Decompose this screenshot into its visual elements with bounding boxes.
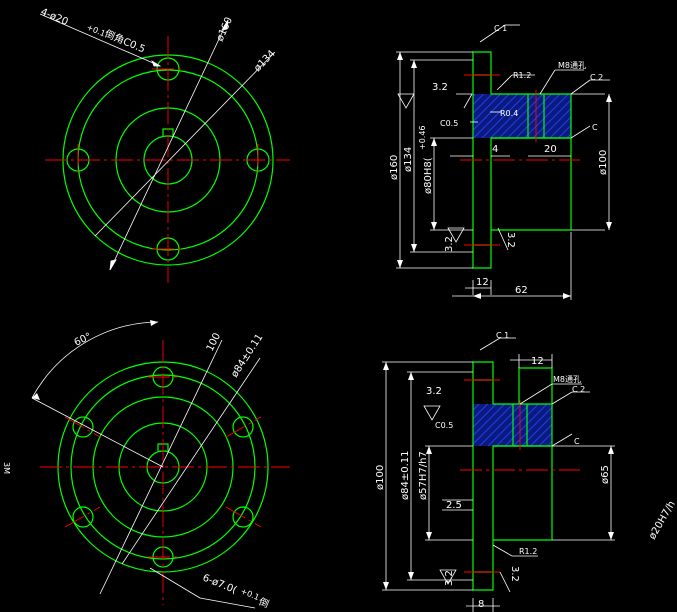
bottom-hole-tolerance: +0.1 xyxy=(239,587,260,603)
top-sec-c05: C0.5 xyxy=(440,119,458,128)
top-sec-rough-left: 3.2 xyxy=(444,236,455,252)
bottom-section-centerlines xyxy=(460,379,580,573)
bottom-sec-m8: M8通孔 xyxy=(553,374,581,384)
top-sec-dim62: 62 xyxy=(515,285,528,296)
bottom-pcd-label: ø84±0.11 xyxy=(229,332,265,380)
top-sec-r12: R1.2 xyxy=(513,71,531,80)
top-section-dimensions xyxy=(396,24,610,300)
top-sec-d80-tol: +0.46 xyxy=(418,125,427,150)
bottom-sec-c-right: C xyxy=(574,437,580,446)
top-sec-dim12: 12 xyxy=(476,277,489,288)
top-section-centerlines xyxy=(460,74,580,246)
top-od-label: ø134 xyxy=(252,48,277,74)
top-sec-dim20: 20 xyxy=(544,144,557,155)
bottom-section-view: C 1 12 M8通孔 C 2 3.2 C0.5 C ø100 ø84±0.11… xyxy=(375,331,677,612)
bottom-sec-dim25: 2.5 xyxy=(446,500,462,511)
bottom-sec-roughness-top: 3.2 xyxy=(426,386,442,397)
bottom-sec-c1: C 1 xyxy=(496,331,509,340)
bottom-front-dimensions xyxy=(31,321,261,609)
top-chamfer-note: 倒角C0.5 xyxy=(103,28,147,56)
bottom-sec-rough-right: 3.2 xyxy=(509,566,520,582)
top-sec-rough-right: 3.2 xyxy=(505,232,516,248)
top-hole-callout: 4-ø20 xyxy=(39,7,70,28)
bottom-dim100: 100 xyxy=(205,331,223,353)
bottom-section-dimensions xyxy=(382,337,615,612)
top-sec-m8: M8通孔 xyxy=(558,60,586,70)
top-sec-roughness-top: 3.2 xyxy=(432,82,448,93)
top-pcd-label: ø160 xyxy=(215,16,235,44)
bottom-sec-c2: C 2 xyxy=(572,385,585,394)
bottom-angle-label: 60° xyxy=(73,331,94,348)
bottom-sec-right-edge: ø20H7/h xyxy=(647,499,677,541)
top-sec-c1: C 1 xyxy=(494,24,507,33)
top-sec-r04: R0.4 xyxy=(500,109,518,118)
top-sec-dim4: 4 xyxy=(492,144,498,155)
top-front-dimensions xyxy=(39,13,276,271)
bottom-sec-d57: ø57H7/h7 xyxy=(418,451,429,500)
bottom-angle-arrowheads xyxy=(32,320,158,400)
bottom-sec-c05: C0.5 xyxy=(435,421,453,430)
top-sec-d160: ø160 xyxy=(389,155,400,180)
bottom-hole-callout: 6-ø7.0( xyxy=(201,573,238,597)
top-section-hatch-hub xyxy=(473,94,571,138)
top-sec-d80: ø80H8( xyxy=(423,157,434,194)
bottom-sec-d100: ø100 xyxy=(375,465,386,490)
bottom-sec-r12: R1.2 xyxy=(519,547,537,556)
top-sec-c-right: C xyxy=(592,123,598,132)
top-section-view: C 1 R1.2 M8通孔 C 2 3.2 R0.4 C0.5 C ø160 ø… xyxy=(389,24,612,300)
top-sec-d100: ø100 xyxy=(598,150,609,175)
bottom-sec-d84: ø84±0.11 xyxy=(400,451,411,501)
top-sec-d134: ø134 xyxy=(403,147,414,172)
bottom-front-centerlines xyxy=(40,340,290,605)
left-edge-label: 3M xyxy=(2,462,11,474)
top-sec-c2: C 2 xyxy=(590,73,603,82)
bottom-hole-tail: 倒 xyxy=(257,596,271,611)
bottom-sec-dim12: 12 xyxy=(531,356,544,367)
bottom-sec-d65: ø65 xyxy=(600,465,611,484)
bottom-sec-rough-left: 3.2 xyxy=(444,570,455,586)
top-front-centerlines xyxy=(45,36,290,283)
bottom-front-view: 60° 100 ø84±0.11 6-ø7.0( +0.1 倒 xyxy=(31,320,290,611)
top-front-view: 4-ø20 +0.1 倒角C0.5 ø160 ø134 xyxy=(39,7,290,283)
bottom-sec-dim8: 8 xyxy=(478,599,484,610)
